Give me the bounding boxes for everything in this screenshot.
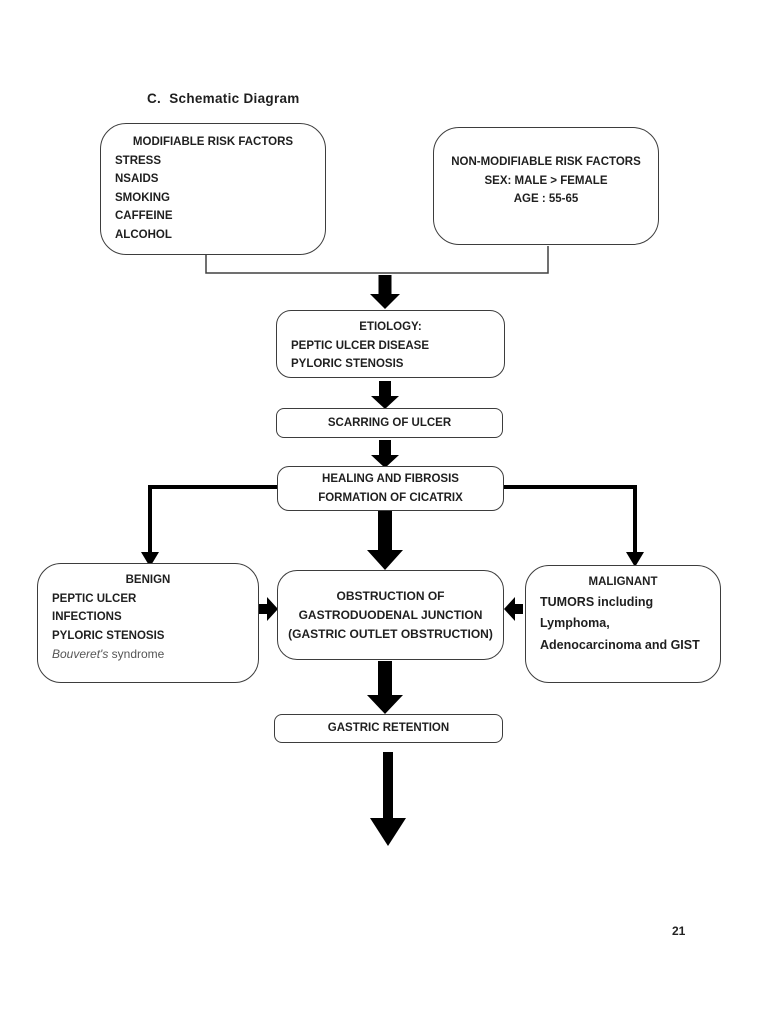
- note-italic-part: Bouveret's: [52, 647, 109, 661]
- list-item: AGE : 55-65: [513, 193, 579, 205]
- scarring-of-ulcer-box: SCARRING OF ULCER: [276, 408, 503, 438]
- page-title: C. Schematic Diagram: [147, 91, 300, 106]
- list-item: STRESS: [115, 154, 162, 167]
- down-arrow-icon: [371, 440, 399, 468]
- modifiable-risk-factors-box: MODIFIABLE RISK FACTORS STRESS NSAIDS SM…: [100, 123, 326, 255]
- list-item: OBSTRUCTION OF: [336, 588, 445, 603]
- left-arrow-icon: [504, 597, 523, 621]
- list-item: ALCOHOL: [115, 228, 172, 241]
- right-arrow-icon: [259, 597, 278, 621]
- list-item: (GASTRIC OUTLET OBSTRUCTION): [288, 626, 493, 641]
- non-modifiable-risk-factors-box: NON-MODIFIABLE RISK FACTORS SEX: MALE > …: [433, 127, 659, 245]
- down-arrow-icon: [367, 511, 403, 570]
- down-arrow-icon: [367, 661, 403, 714]
- list-item: GASTRODUODENAL JUNCTION: [298, 607, 483, 622]
- list-item: Lymphoma,: [540, 616, 610, 630]
- box-heading: ETIOLOGY:: [359, 321, 422, 333]
- box-heading: NON-MODIFIABLE RISK FACTORS: [451, 156, 641, 168]
- list-item: PYLORIC STENOSIS: [52, 629, 165, 642]
- down-arrow-icon: [370, 752, 406, 846]
- branch-left-arrow: [141, 485, 277, 567]
- list-item: PYLORIC STENOSIS: [291, 358, 404, 370]
- list-item: PEPTIC ULCER DISEASE: [291, 339, 430, 352]
- healing-fibrosis-box: HEALING AND FIBROSIS FORMATION OF CICATR…: [277, 466, 504, 511]
- list-item: PEPTIC ULCER: [52, 592, 137, 605]
- box-heading: MODIFIABLE RISK FACTORS: [132, 136, 294, 148]
- box-label: SCARRING OF ULCER: [327, 416, 452, 429]
- down-arrow-icon: [371, 381, 399, 409]
- box-label: GASTRIC RETENTION: [327, 722, 450, 735]
- list-item: SMOKING: [115, 191, 170, 204]
- page-number: 21: [672, 924, 686, 938]
- box-heading: MALIGNANT: [588, 576, 658, 588]
- bouverets-syndrome-note: Bouveret's syndrome: [38, 645, 258, 664]
- list-item: FORMATION OF CICATRIX: [318, 491, 463, 504]
- malignant-box: MALIGNANT TUMORS including Lymphoma, Ade…: [525, 565, 721, 683]
- gastric-retention-box: GASTRIC RETENTION: [274, 714, 503, 743]
- list-item: SEX: MALE > FEMALE: [484, 174, 608, 187]
- list-item: CAFFEINE: [115, 210, 173, 222]
- benign-box: BENIGN PEPTIC ULCER INFECTIONS PYLORIC S…: [37, 563, 259, 683]
- list-item: NSAIDS: [115, 173, 159, 185]
- branch-right-arrow: [503, 485, 644, 567]
- box-heading: BENIGN: [125, 574, 171, 586]
- list-item: INFECTIONS: [52, 611, 122, 623]
- etiology-box: ETIOLOGY: PEPTIC ULCER DISEASE PYLORIC S…: [276, 310, 505, 378]
- down-arrow-icon: [370, 275, 400, 309]
- note-regular-part: syndrome: [108, 647, 165, 661]
- list-item: TUMORS including: [540, 594, 654, 609]
- obstruction-box: OBSTRUCTION OF GASTRODUODENAL JUNCTION (…: [277, 570, 504, 660]
- list-item: HEALING AND FIBROSIS: [322, 473, 459, 485]
- list-item: Adenocarcinoma and GIST: [540, 637, 700, 652]
